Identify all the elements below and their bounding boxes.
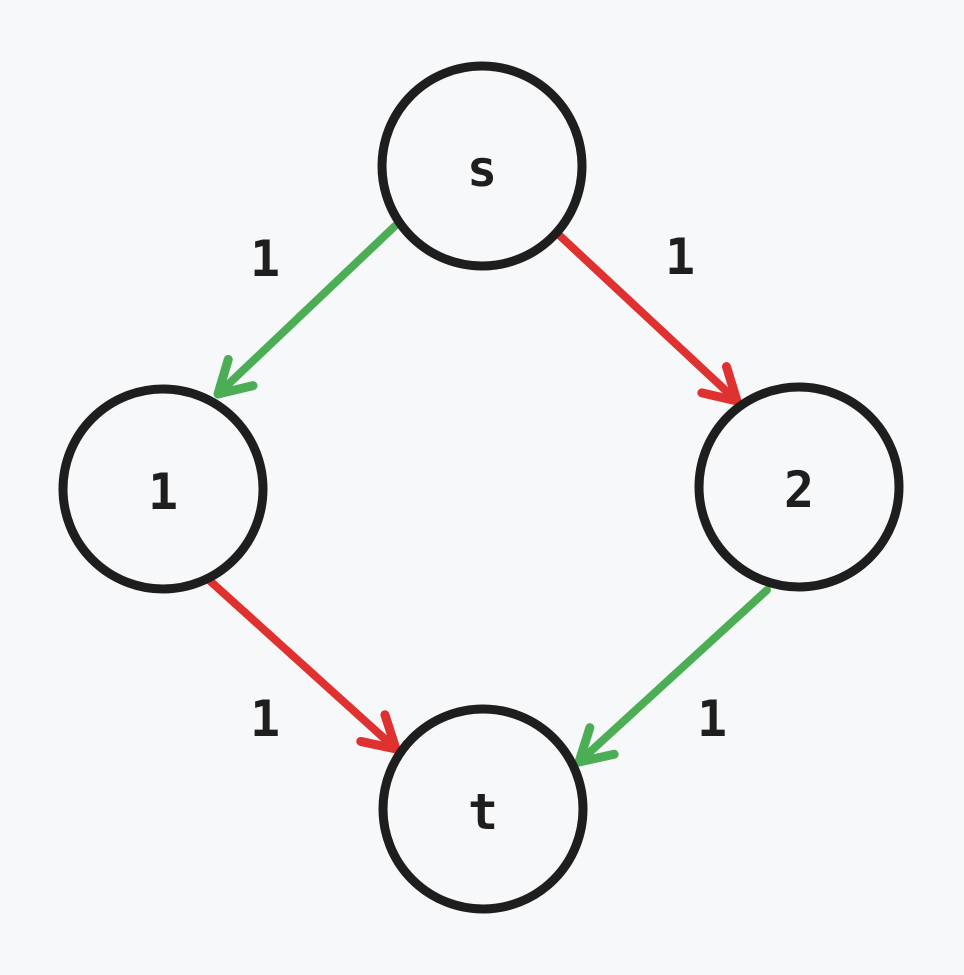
node-s: s xyxy=(377,61,587,271)
node-t-label: t xyxy=(468,783,498,841)
node-2: 2 xyxy=(694,382,904,592)
edge-s-2-weight-label: 1 xyxy=(665,228,695,286)
node-1-circle xyxy=(58,384,268,594)
node-t-circle xyxy=(378,704,588,914)
edge-1-t: 1 xyxy=(205,576,401,754)
edge-2-t-weight-label: 1 xyxy=(697,690,727,748)
edge-s-2-line xyxy=(554,230,741,405)
node-2-label: 2 xyxy=(784,461,814,519)
edge-2-t-line xyxy=(575,586,771,766)
node-1: 1 xyxy=(58,384,268,594)
node-s-circle xyxy=(377,61,587,271)
edge-2-t-arrowhead-icon xyxy=(574,723,619,767)
edge-2-t: 1 xyxy=(574,586,771,767)
edge-1-t-line xyxy=(205,576,400,753)
edge-1-t-arrowhead-icon xyxy=(356,710,401,754)
node-t: t xyxy=(378,704,588,914)
edge-s-1-line xyxy=(214,222,399,398)
edge-s-1: 1 xyxy=(213,222,399,399)
edge-s-2-arrowhead-icon xyxy=(697,362,742,406)
node-2-circle xyxy=(694,382,904,592)
node-1-label: 1 xyxy=(148,463,178,521)
edge-s-1-arrowhead-icon xyxy=(213,354,258,399)
edge-s-1-weight-label: 1 xyxy=(250,230,280,288)
edge-1-t-weight-label: 1 xyxy=(250,690,280,748)
node-s-label: s xyxy=(467,140,497,198)
edge-s-2: 1 xyxy=(554,228,742,406)
